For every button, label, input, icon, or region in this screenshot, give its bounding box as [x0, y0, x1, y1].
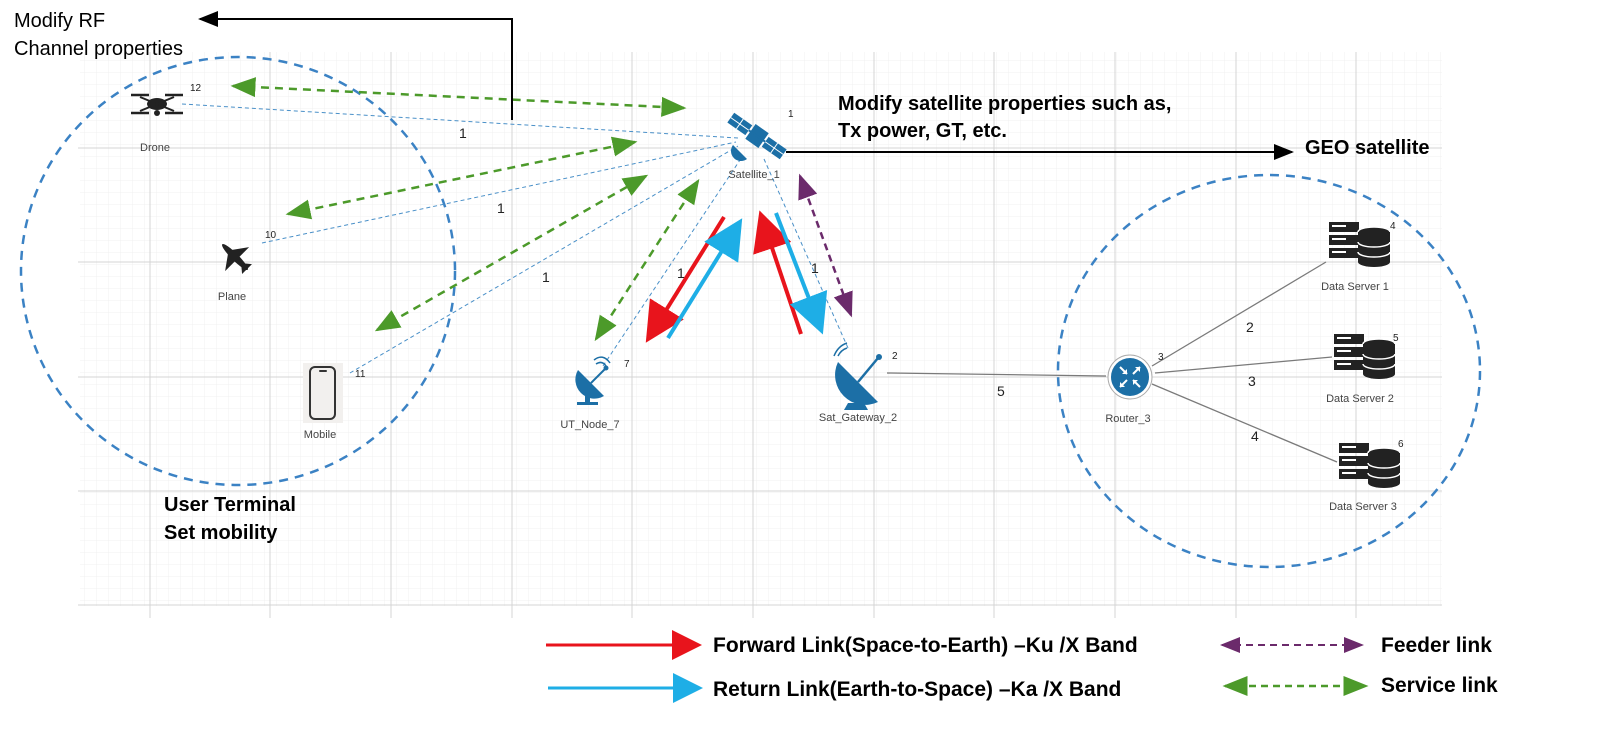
router-node[interactable]: 3 Router_3 — [1105, 352, 1164, 425]
edge-label: 1 — [811, 260, 819, 276]
legend-return-label: Return Link(Earth-to-Space) –Ka /X Band — [713, 678, 1121, 701]
node-id: 7 — [624, 359, 630, 370]
node-label: Data Server 2 — [1326, 393, 1394, 405]
service-arrow-plane — [285, 136, 638, 220]
satellite-dish-icon — [833, 342, 882, 410]
node-label: Router_3 — [1105, 413, 1150, 425]
legend-forward-label: Forward Link(Space-to-Earth) –Ku /X Band — [713, 634, 1138, 657]
router-icon — [1107, 354, 1153, 400]
ut-node[interactable]: 7 UT_Node_7 — [560, 356, 630, 431]
edge-label: 1 — [459, 125, 467, 141]
link-gateway-router[interactable] — [886, 372, 1107, 377]
link-plane-satellite[interactable] — [261, 141, 737, 244]
data-server-2-node[interactable]: 5 Data Server 2 — [1326, 333, 1399, 405]
edge-label: 2 — [1246, 319, 1254, 335]
node-id: 10 — [265, 230, 277, 241]
drone-icon — [131, 93, 183, 116]
node-id: 1 — [788, 109, 794, 120]
node-label: UT_Node_7 — [560, 419, 619, 431]
legend-forward: Forward Link(Space-to-Earth) –Ku /X Band — [546, 630, 1138, 660]
satellite-props-line2: Tx power, GT, etc. — [838, 120, 1007, 142]
database-server-icon — [1329, 222, 1391, 267]
node-id: 2 — [892, 351, 898, 362]
node-id: 12 — [190, 83, 202, 94]
database-server-icon — [1334, 334, 1396, 379]
rf-annotation-line2: Channel properties — [14, 38, 183, 60]
legend-feeder-label: Feeder link — [1381, 634, 1492, 657]
node-label: Data Server 1 — [1321, 281, 1389, 293]
wired-links — [886, 261, 1338, 463]
database-server-icon — [1339, 443, 1401, 488]
node-label: Drone — [140, 142, 170, 154]
mobile-node[interactable]: 11 Mobile — [303, 363, 366, 441]
legend-feeder: Feeder link — [1220, 634, 1492, 657]
gateway-node[interactable]: 2 Sat_Gateway_2 — [819, 342, 898, 424]
node-id: 11 — [355, 369, 366, 380]
node-id: 5 — [1393, 333, 1399, 344]
satellite-icon — [727, 112, 787, 160]
return-arrow-gateway — [774, 212, 828, 335]
legend: Forward Link(Space-to-Earth) –Ku /X Band… — [546, 630, 1498, 703]
service-link-arrows — [230, 77, 700, 342]
feeder-arrow — [798, 173, 853, 318]
legend-service: Service link — [1222, 674, 1498, 697]
edge-label: 3 — [1248, 373, 1256, 389]
drone-node[interactable]: 12 Drone — [131, 83, 202, 154]
link-router-server1[interactable] — [1151, 261, 1327, 367]
node-id: 4 — [1390, 221, 1396, 232]
link-router-server2[interactable] — [1154, 356, 1333, 374]
return-arrow-ut — [666, 218, 743, 340]
edge-label: 4 — [1251, 428, 1259, 444]
legend-service-label: Service link — [1381, 674, 1498, 697]
edge-labels: 1 1 1 1 1 5 2 3 4 — [459, 125, 1259, 444]
service-arrow-ut — [594, 178, 700, 342]
geo-satellite-label: GEO satellite — [1305, 137, 1430, 159]
edge-label: 1 — [677, 265, 685, 281]
node-id: 6 — [1398, 439, 1404, 450]
data-server-3-node[interactable]: 6 Data Server 3 — [1329, 439, 1404, 513]
server-region — [1056, 173, 1482, 569]
user-terminal-line1: User Terminal — [164, 494, 296, 516]
user-terminal-line2: Set mobility — [164, 522, 278, 544]
satellite-node[interactable]: 1 Satellite_1 — [726, 109, 794, 181]
edge-label: 1 — [542, 269, 550, 285]
legend-return: Return Link(Earth-to-Space) –Ka /X Band — [548, 673, 1121, 703]
smartphone-icon — [309, 366, 336, 420]
node-id: 3 — [1158, 352, 1164, 363]
node-label: Plane — [218, 291, 246, 303]
node-label: Satellite_1 — [728, 169, 779, 181]
rf-annotation-line1: Modify RF — [14, 10, 105, 32]
link-router-server3[interactable] — [1151, 383, 1338, 463]
dish-icon — [730, 145, 747, 162]
rf-annotation-arrow — [198, 11, 513, 120]
node-label: Data Server 3 — [1329, 501, 1397, 513]
edge-label: 1 — [497, 200, 505, 216]
edge-label: 5 — [997, 383, 1005, 399]
data-server-1-node[interactable]: 4 Data Server 1 — [1321, 221, 1396, 293]
node-label: Sat_Gateway_2 — [819, 412, 897, 424]
satellite-dish-icon — [575, 356, 611, 405]
satellite-props-line1: Modify satellite properties such as, — [838, 93, 1171, 115]
node-label: Mobile — [304, 429, 336, 441]
service-arrow-drone — [230, 77, 687, 117]
